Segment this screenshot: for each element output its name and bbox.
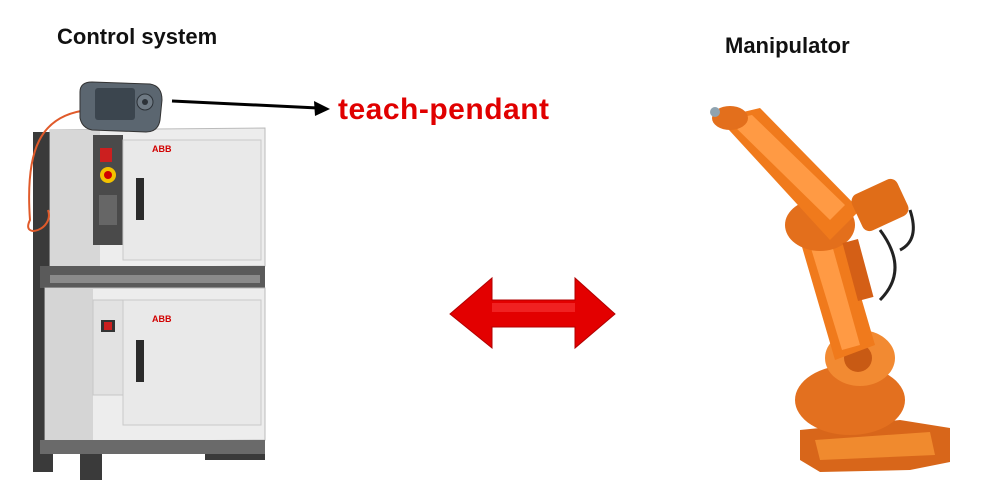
pointer-arrow: [171, 99, 330, 116]
abb-logo-lower: ABB: [152, 314, 172, 324]
industrial-robot-arm-icon: [710, 106, 950, 472]
manipulator-label: Manipulator: [725, 33, 850, 58]
pendant-cable: [27, 109, 89, 232]
teach-pendant-icon: [79, 81, 163, 133]
control-system-label: Control system: [57, 24, 218, 49]
double-arrow-icon: [449, 276, 616, 350]
robot-controller-cabinet-icon: ABB ABB: [33, 127, 266, 480]
teach-pendant-label: teach-pendant: [338, 93, 550, 126]
abb-logo-upper: ABB: [152, 144, 172, 154]
